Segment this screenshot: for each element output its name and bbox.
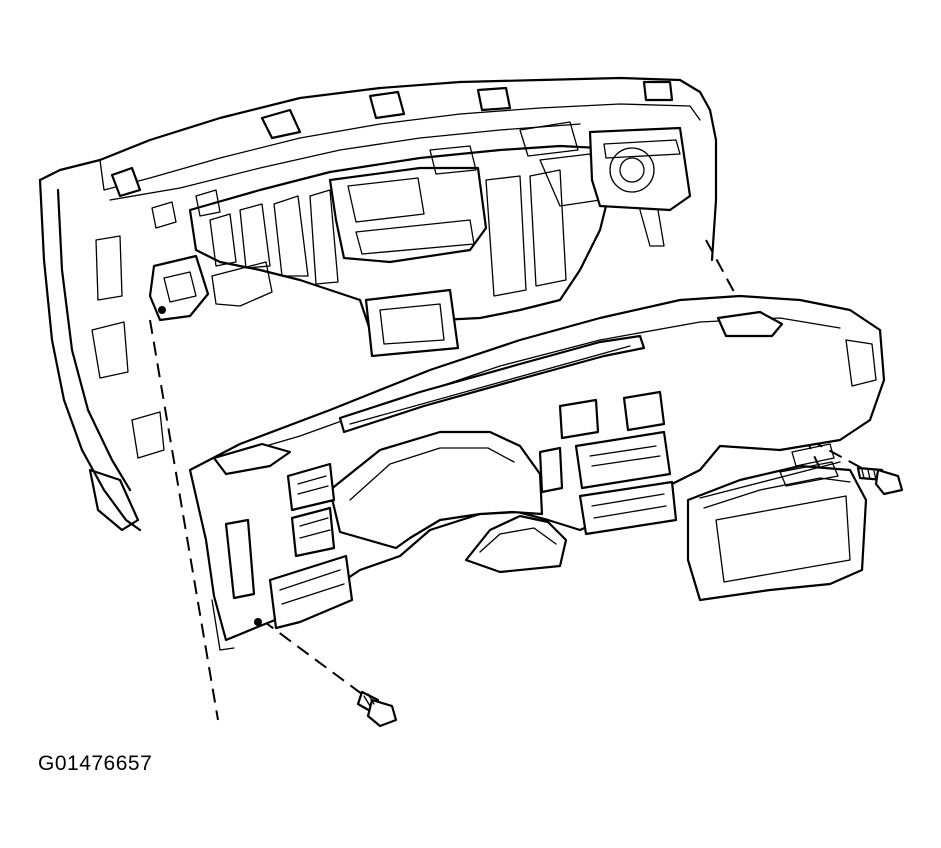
instrument-panel [188,294,886,651]
cowl-structure [38,76,718,532]
hvac-module [148,121,692,358]
mounting-bolt-right [856,466,904,496]
figure-id-label: G01476657 [38,752,153,775]
mounting-bolt-left [356,690,398,728]
glove-box-module [686,443,868,602]
